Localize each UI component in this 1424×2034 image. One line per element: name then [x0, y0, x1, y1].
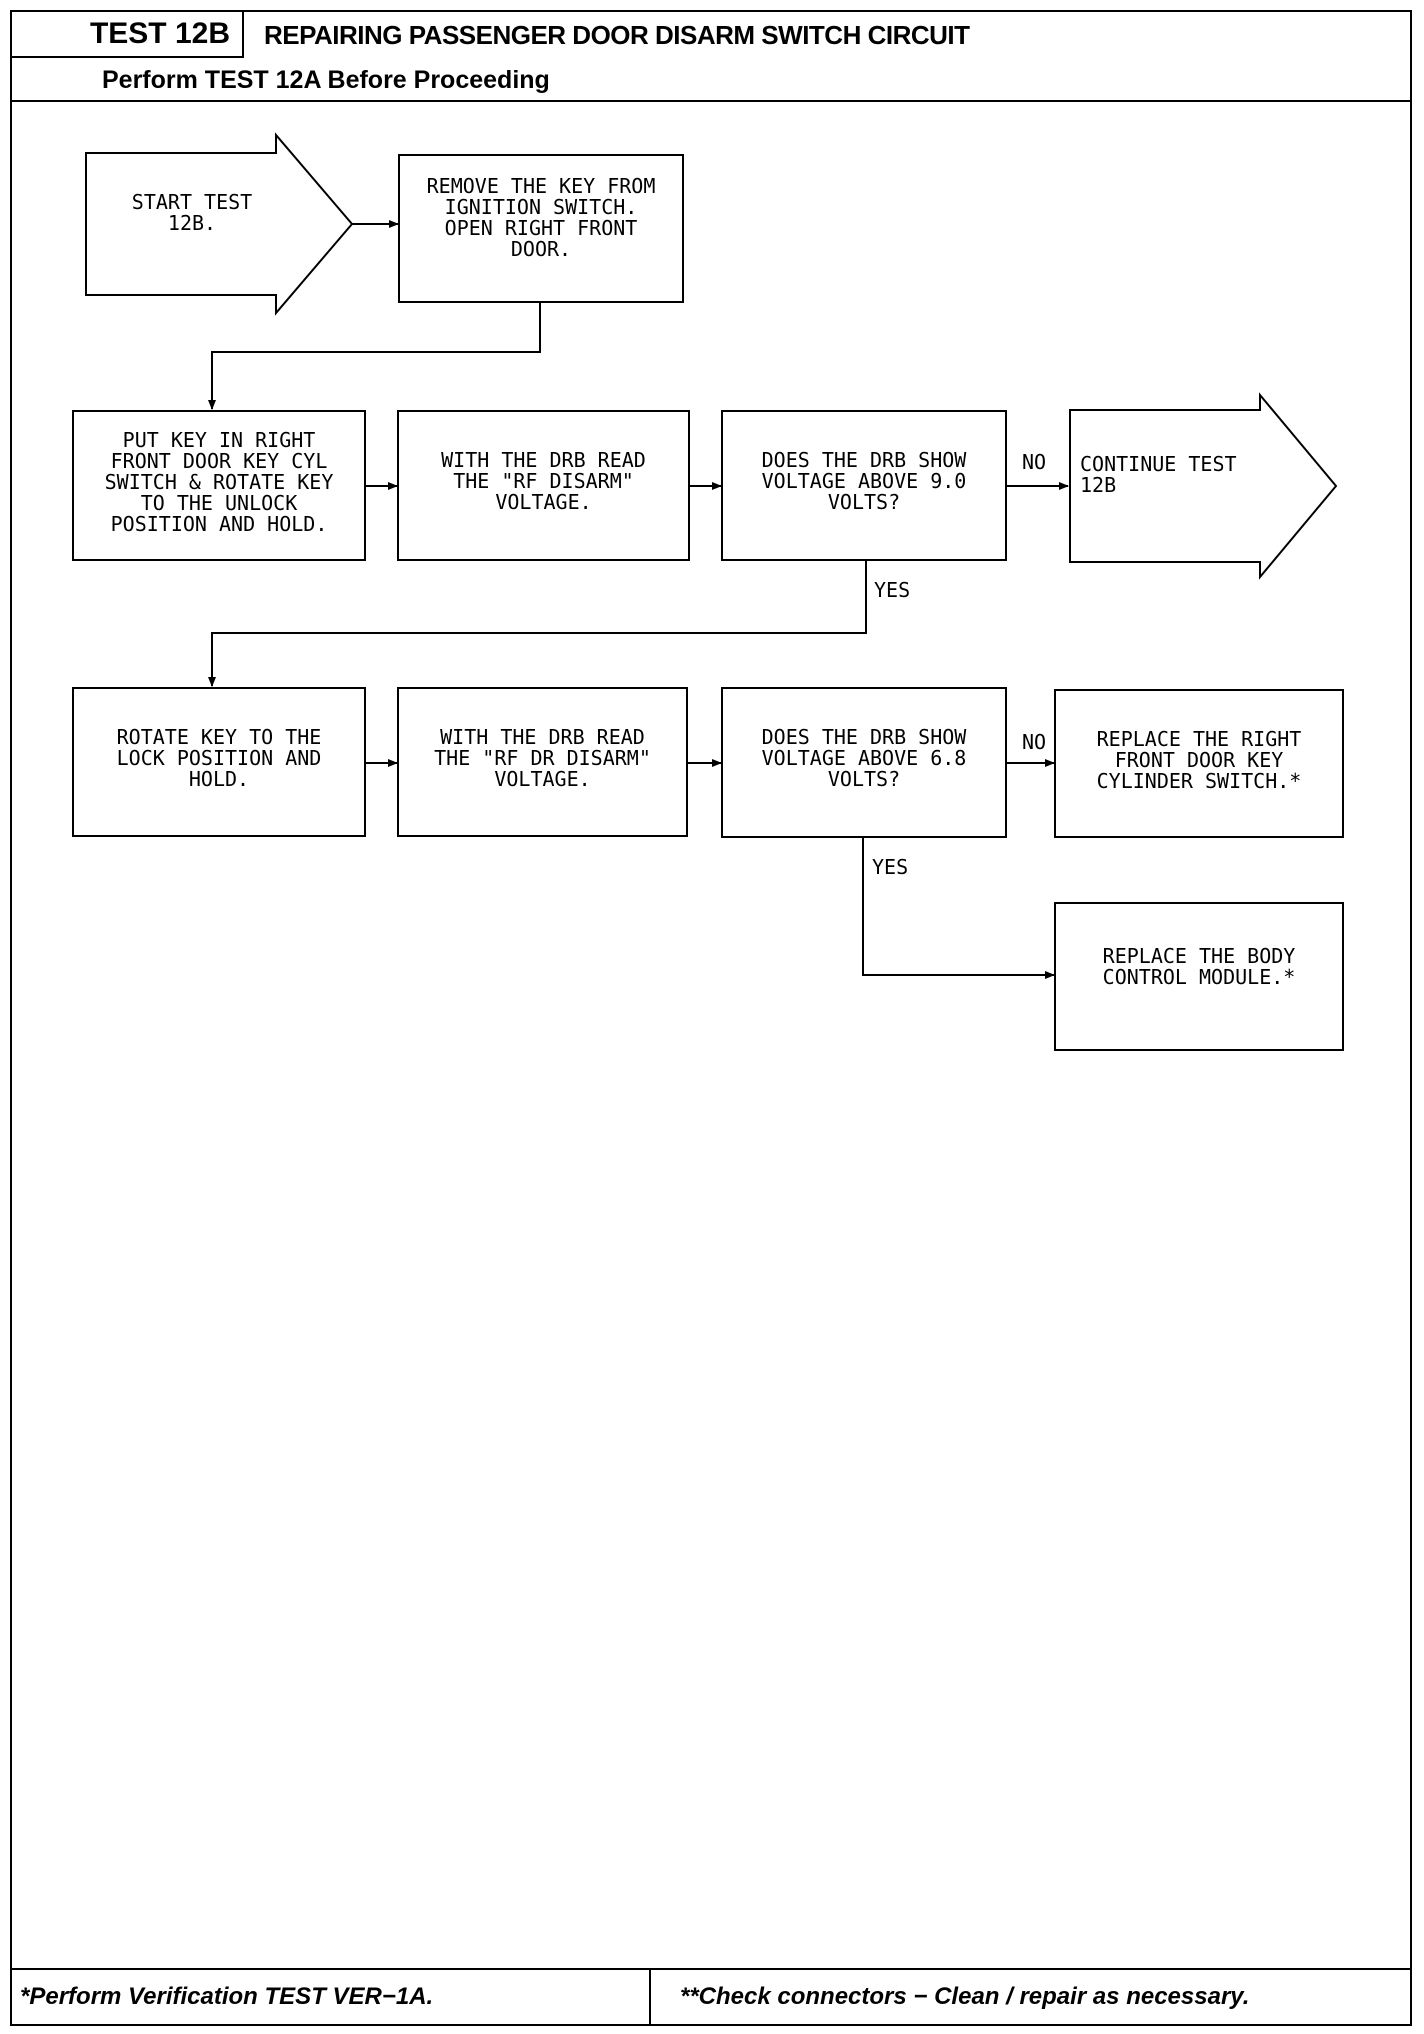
question9-yes-label: YES [874, 578, 911, 602]
voltage-9-decision: DOES THE DRB SHOW VOLTAGE ABOVE 9.0 VOLT… [721, 410, 1007, 561]
connector-question68-yes [862, 838, 1055, 979]
question68-yes-label: YES [872, 855, 909, 879]
rotate-lock-step: ROTATE KEY TO THE LOCK POSITION AND HOLD… [72, 687, 366, 837]
flowchart-connectors [85, 132, 1338, 979]
start-test-text: START TEST 12B. [131, 190, 253, 235]
page-title: REPAIRING PASSENGER DOOR DISARM SWITCH C… [264, 20, 970, 50]
replace-bcm-step: REPLACE THE BODY CONTROL MODULE.* [1054, 902, 1344, 1051]
footer-verification-note: *Perform Verification TEST VER−1A. [12, 1970, 651, 2024]
voltage-68-decision: DOES THE DRB SHOW VOLTAGE ABOVE 6.8 VOLT… [721, 687, 1007, 838]
start-arrow-shape [85, 132, 354, 316]
manual-page: TEST 12B REPAIRING PASSENGER DOOR DISARM… [10, 10, 1412, 2026]
connector-remove-to-put [208, 302, 541, 410]
continue-test-text: CONTINUE TEST 12B [1080, 452, 1237, 497]
connector-question9-yes [208, 560, 867, 687]
page-header: TEST 12B REPAIRING PASSENGER DOOR DISARM… [12, 12, 1410, 102]
question68-no-label: NO [1022, 730, 1047, 754]
question9-no-label: NO [1022, 450, 1047, 474]
page-subtitle: Perform TEST 12A Before Proceeding [102, 66, 550, 94]
remove-key-step: REMOVE THE KEY FROM IGNITION SWITCH. OPE… [398, 154, 684, 303]
read-rf-dr-disarm-step: WITH THE DRB READ THE "RF DR DISARM" VOL… [397, 687, 688, 837]
continue-arrow-shape [1069, 392, 1338, 580]
test-number-label: TEST 12B [12, 12, 244, 58]
page-footer: *Perform Verification TEST VER−1A. **Che… [12, 1968, 1410, 2024]
footer-connector-note: **Check connectors − Clean / repair as n… [680, 1983, 1250, 2010]
read-rf-disarm-step: WITH THE DRB READ THE "RF DISARM" VOLTAG… [397, 410, 690, 561]
replace-switch-step: REPLACE THE RIGHT FRONT DOOR KEY CYLINDE… [1054, 689, 1344, 838]
put-key-step: PUT KEY IN RIGHT FRONT DOOR KEY CYL SWIT… [72, 410, 366, 561]
